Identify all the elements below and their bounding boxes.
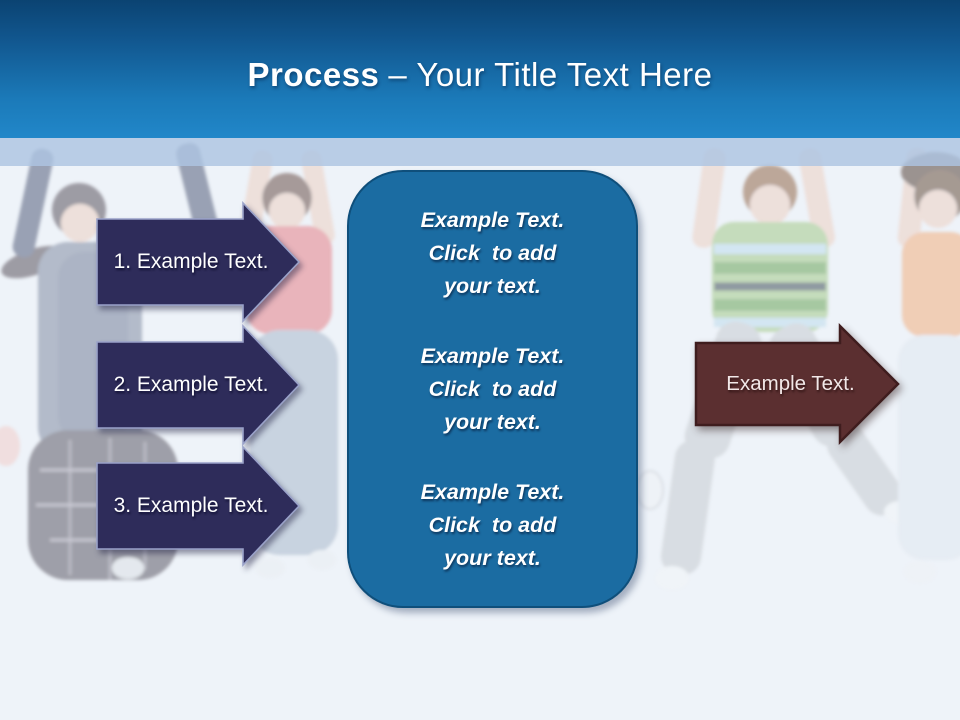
- placeholder-text-3[interactable]: Example Text. Click to add your text.: [420, 479, 565, 570]
- step-arrow-2[interactable]: 2. Example Text.: [96, 323, 301, 447]
- placeholder-text-1[interactable]: Example Text. Click to add your text.: [420, 207, 565, 298]
- slide-title-rest: – Your Title Text Here: [388, 56, 713, 93]
- step-arrow-1[interactable]: 1. Example Text.: [96, 200, 301, 324]
- right-arrow-shape: [96, 444, 301, 568]
- step-arrow-label: 1. Example Text.: [113, 250, 269, 273]
- placeholder-text-2[interactable]: Example Text. Click to add your text.: [420, 343, 565, 434]
- result-arrow[interactable]: Example Text.: [694, 322, 900, 446]
- step-arrow-label: 2. Example Text.: [113, 373, 269, 396]
- step-arrow-3[interactable]: 3. Example Text.: [96, 444, 301, 568]
- slide-title-keyword: Process: [247, 56, 380, 93]
- slide-title[interactable]: Process– Your Title Text Here: [247, 44, 712, 94]
- right-arrow-shape: [96, 323, 301, 447]
- step-arrow-label: 3. Example Text.: [113, 494, 269, 517]
- result-arrow-label: Example Text.: [726, 372, 855, 395]
- header-accent-band: [0, 138, 960, 166]
- right-arrow-shape: [96, 200, 301, 324]
- right-arrow-shape: [694, 322, 900, 446]
- title-bar: Process– Your Title Text Here: [0, 0, 960, 138]
- content-panel[interactable]: Example Text. Click to add your text. Ex…: [347, 170, 638, 608]
